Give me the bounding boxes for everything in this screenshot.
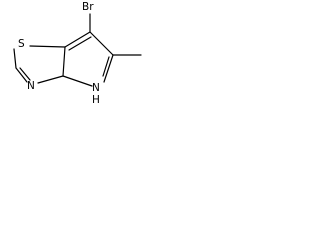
bond-c6-c5-double xyxy=(102,56,110,77)
bond-n3-c3a xyxy=(37,75,64,84)
atom-label-sulfur: S xyxy=(18,38,25,50)
bond-c6-nh xyxy=(103,54,114,83)
molecule-drawing: Br S N N H xyxy=(13,1,142,106)
bond-c7-c6 xyxy=(89,31,114,56)
atom-label-nitrogen-ring: N xyxy=(27,80,35,92)
bond-s-c7a xyxy=(29,45,66,48)
bond-c7a-c7-double xyxy=(68,36,92,51)
bond-c2-n3 xyxy=(15,67,28,83)
bond-c7a-c3a xyxy=(62,46,66,77)
atom-label-hydrogen: H xyxy=(92,94,100,106)
chemical-structure-canvas: Br S N N H xyxy=(0,0,169,129)
bond-c7a-c7 xyxy=(64,31,91,48)
bond-s-c2 xyxy=(13,48,17,69)
bond-c2-n3-double xyxy=(19,67,31,81)
atom-label-bromine: Br xyxy=(82,1,94,13)
bond-nh-c3a xyxy=(62,75,93,87)
atom-label-nitrogen-h: N xyxy=(92,82,100,94)
